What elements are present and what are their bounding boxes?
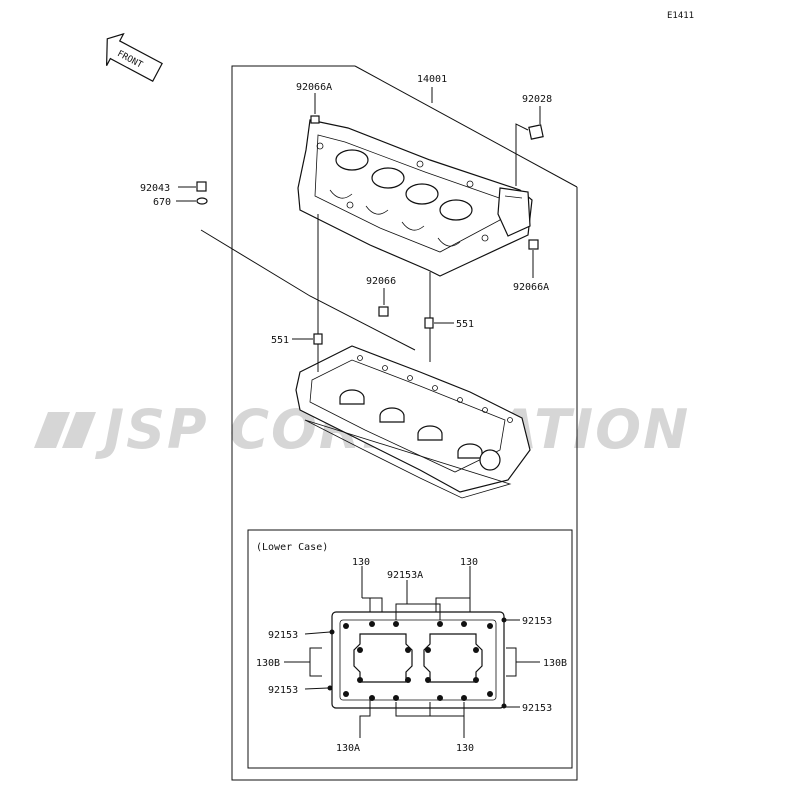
part-551-left <box>292 333 323 345</box>
label-92153-left-top: 92153 <box>268 630 298 641</box>
label-130-top-right: 130 <box>460 557 478 568</box>
part-92066A-right <box>528 239 539 278</box>
label-92066A-right: 92066A <box>513 282 549 293</box>
diagram-code: E1411 <box>667 11 694 21</box>
label-130-top-left: 130 <box>352 557 370 568</box>
lower-crankcase <box>295 345 531 499</box>
label-92153-right-bottom: 92153 <box>522 703 552 714</box>
front-arrow-icon: FRONT <box>105 32 163 82</box>
label-130B-left: 130B <box>256 658 280 669</box>
label-92153-left-bottom: 92153 <box>268 685 298 696</box>
label-130B-right: 130B <box>543 658 567 669</box>
upper-crankcase <box>297 119 533 277</box>
label-670: 670 <box>153 197 171 208</box>
label-92066A-top: 92066A <box>296 82 332 93</box>
assembly-frame <box>231 65 578 781</box>
label-130-bottom: 130 <box>456 743 474 754</box>
part-92066A-top <box>310 93 320 124</box>
label-92153-right-top: 92153 <box>522 616 552 627</box>
lower-case-bottom-view <box>327 611 507 709</box>
label-551-right: 551 <box>456 319 474 330</box>
label-92028: 92028 <box>522 94 552 105</box>
lower-case-inset <box>247 529 573 769</box>
inset-title: (Lower Case) <box>256 542 328 553</box>
part-92028 <box>515 106 544 186</box>
label-130A: 130A <box>336 743 360 754</box>
inset-leaders <box>284 566 540 738</box>
part-92043 <box>178 181 207 192</box>
part-670-oring <box>176 197 416 351</box>
part-92066 <box>378 288 389 317</box>
label-92066: 92066 <box>366 276 396 287</box>
part-551-right <box>424 317 454 329</box>
label-14001: 14001 <box>417 74 447 85</box>
label-92043: 92043 <box>140 183 170 194</box>
label-551-left: 551 <box>271 335 289 346</box>
label-92153A: 92153A <box>387 570 423 581</box>
